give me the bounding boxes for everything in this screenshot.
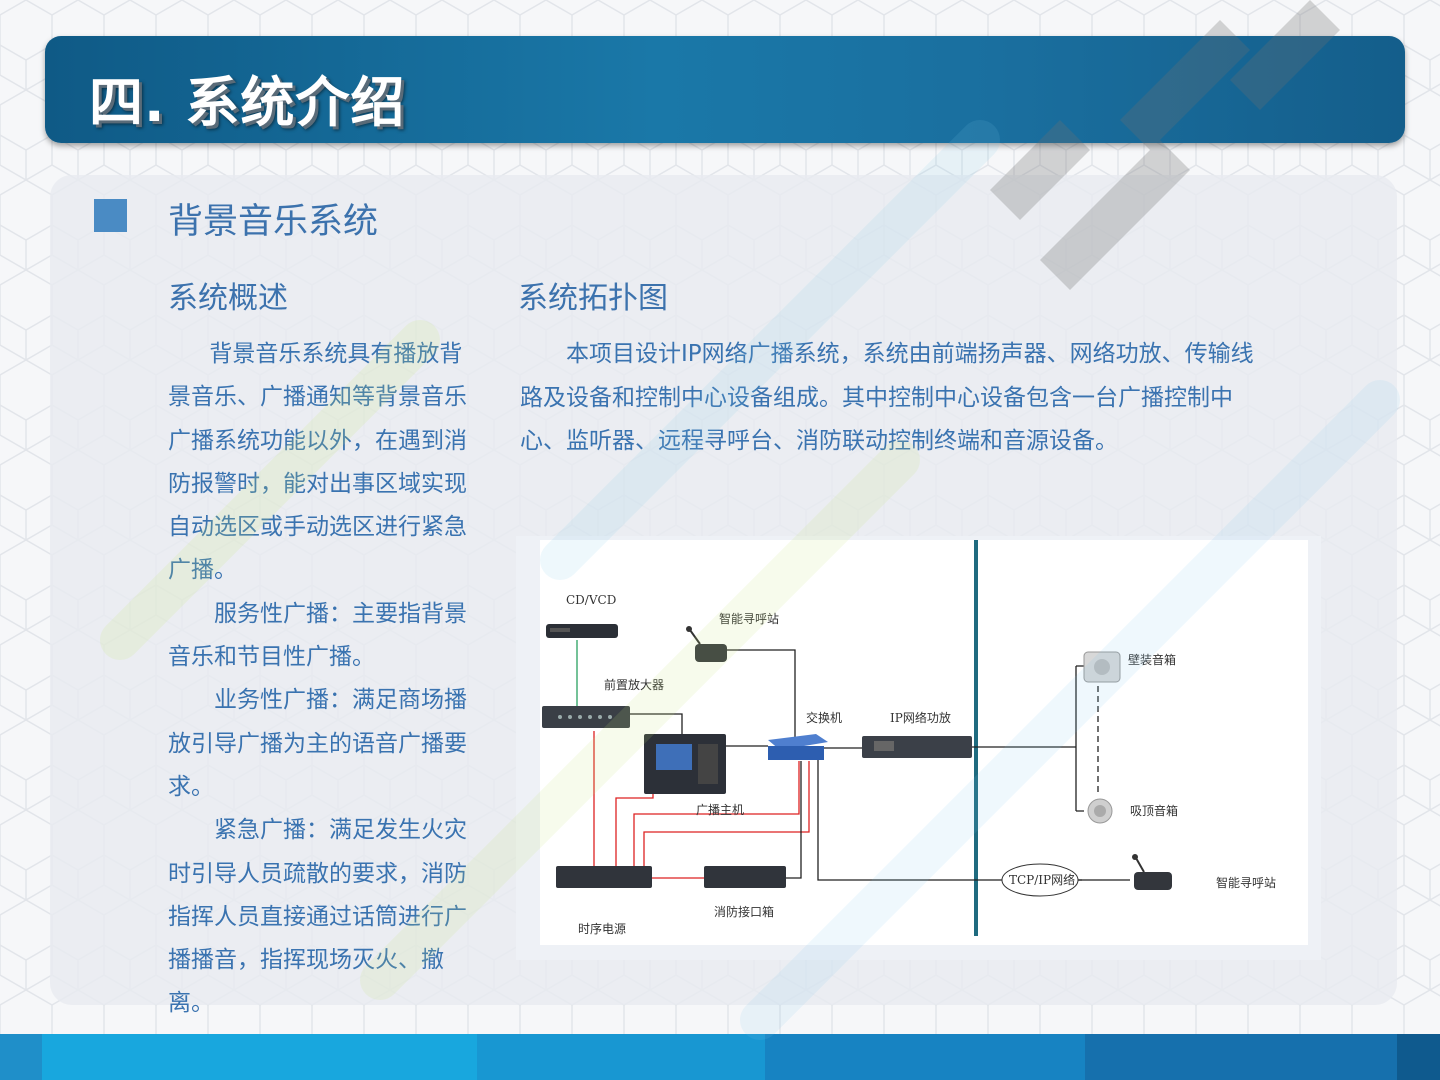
label-tcpip: TCP/IP网络 xyxy=(1009,872,1075,887)
label-amp: IP网络功放 xyxy=(890,710,951,725)
section-title: 背景音乐系统 xyxy=(168,202,379,242)
section-bullet xyxy=(94,199,127,232)
label-ceiling-speaker: 吸顶音箱 xyxy=(1130,803,1178,818)
fire-interface-box-icon xyxy=(704,866,786,888)
topology-description: 本项目设计IP网络广播系统，系统由前端扬声器、网络功放、传输线路及设备和控制中心… xyxy=(520,341,1254,454)
label-preamp: 前置放大器 xyxy=(604,677,664,692)
paging-station-icon xyxy=(1132,854,1172,890)
label-switch: 交换机 xyxy=(806,710,842,725)
overview-title: 系统概述 xyxy=(168,281,288,316)
label-wall-speaker: 壁装音箱 xyxy=(1128,652,1176,667)
title-bar: 四. 系统介绍 xyxy=(45,36,1405,143)
topology-diagram: CD/VCD 智能寻呼站 前置放大器 交换机 IP网络功放 广播主机 壁装音箱 … xyxy=(516,536,1321,960)
network-switch-icon xyxy=(768,734,828,760)
preamp-icon xyxy=(542,706,630,728)
overview-paragraph: 服务性广播：主要指背景音乐和节目性广播。 xyxy=(168,600,467,671)
broadcast-host-icon xyxy=(644,734,726,794)
tcpip-network-icon xyxy=(1001,863,1079,897)
topology-title: 系统拓扑图 xyxy=(518,281,668,316)
footer-strip xyxy=(0,1034,1440,1080)
label-power: 时序电源 xyxy=(578,921,626,936)
ceiling-speaker-icon xyxy=(1087,798,1113,824)
label-fire: 消防接口箱 xyxy=(714,904,774,919)
overview-paragraph: 业务性广播：满足商场播放引导广播为主的语音广播要求。 xyxy=(168,687,467,800)
label-cd: CD/VCD xyxy=(566,593,616,607)
label-paging-1: 智能寻呼站 xyxy=(719,611,779,626)
label-paging-2: 智能寻呼站 xyxy=(1216,875,1276,890)
overview-text: 背景音乐系统具有播放背景音乐、广播通知等背景音乐广播系统功能以外，在遇到消防报警… xyxy=(168,333,480,1026)
page-title: 四. 系统介绍 xyxy=(89,71,406,134)
cd-player-icon xyxy=(546,624,618,638)
label-host: 广播主机 xyxy=(696,803,744,817)
overview-paragraph: 背景音乐系统具有播放背景音乐、广播通知等背景音乐广播系统功能以外，在遇到消防报警… xyxy=(168,341,467,584)
overview-paragraph: 紧急广播：满足发生火灾时引导人员疏散的要求，消防指挥人员直接通过话筒进行广播播音… xyxy=(168,817,467,1017)
sequence-power-icon xyxy=(556,866,652,888)
network-amplifier-icon xyxy=(862,736,972,758)
paging-station-icon xyxy=(686,626,727,662)
wall-speaker-icon xyxy=(1083,651,1121,683)
